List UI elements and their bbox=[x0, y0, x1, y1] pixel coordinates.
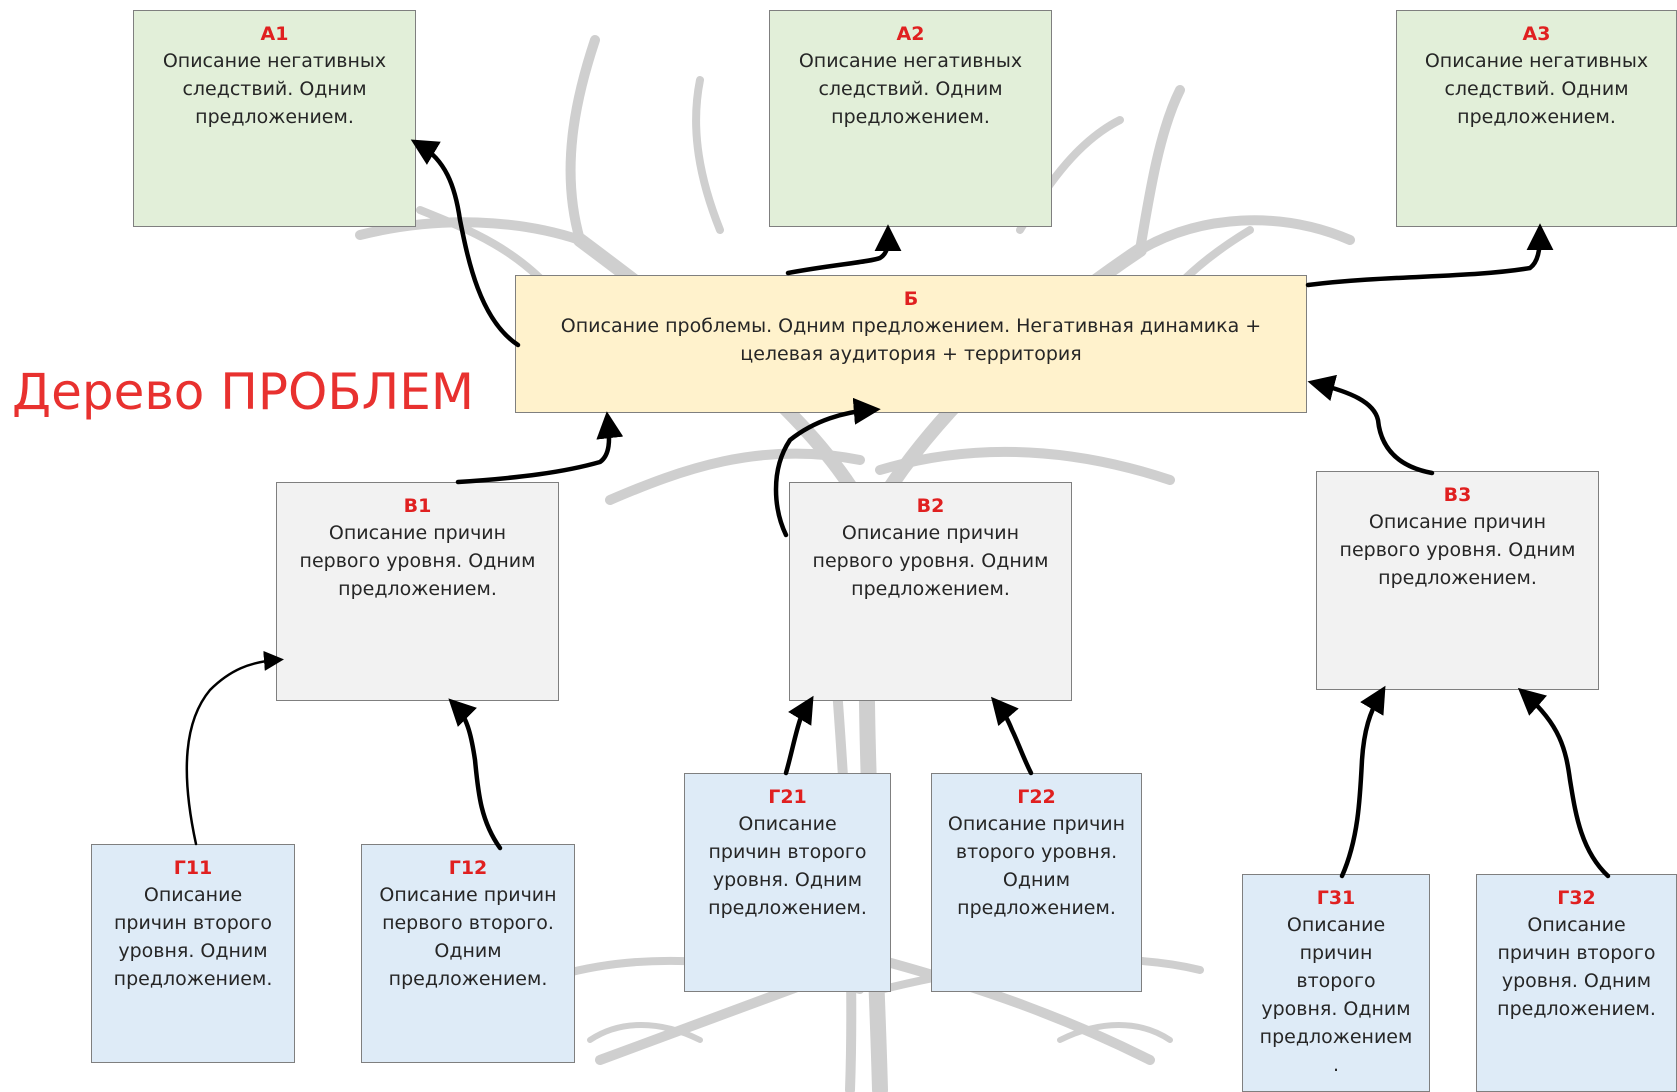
box-code: В3 bbox=[1443, 484, 1472, 506]
box-text: Описание негативных следствий. Одним пре… bbox=[1424, 50, 1649, 128]
box-code: Г12 bbox=[448, 857, 488, 879]
cause-box-g21: Г21 Описание причин второго уровня. Одни… bbox=[684, 773, 891, 992]
box-code: Г32 bbox=[1557, 887, 1596, 909]
box-code: А3 bbox=[1522, 23, 1551, 45]
cause-box-g12: Г12 Описание причин первого второго. Одн… bbox=[361, 844, 575, 1063]
cause-box-g22: Г22 Описание причин второго уровня. Одни… bbox=[931, 773, 1142, 992]
box-text: Описание негативных следствий. Одним пре… bbox=[162, 50, 387, 128]
box-code: Г22 bbox=[1017, 786, 1056, 808]
consequence-box-a2: А2 Описание негативных следствий. Одним … bbox=[769, 10, 1052, 227]
box-code: Г11 bbox=[173, 857, 213, 879]
box-text: Описание причин второго уровня. Одним пр… bbox=[1497, 914, 1656, 1020]
consequence-box-a1: А1 Описание негативных следствий. Одним … bbox=[133, 10, 416, 227]
box-code: Г31 bbox=[1316, 887, 1356, 909]
box-code: А1 bbox=[260, 23, 289, 45]
box-text: Описание причин второго уровня. Одним пр… bbox=[947, 813, 1126, 919]
box-code: В1 bbox=[403, 495, 432, 517]
cause-box-v2: В2 Описание причин первого уровня. Одним… bbox=[789, 482, 1072, 701]
cause-box-g11: Г11 Описание причин второго уровня. Одни… bbox=[91, 844, 295, 1063]
box-text: Описание причин первого второго. Одним п… bbox=[379, 884, 557, 990]
box-text: Описание причин первого уровня. Одним пр… bbox=[812, 522, 1049, 600]
cause-box-g31: Г31 Описание причин второго уровня. Одни… bbox=[1242, 874, 1430, 1092]
box-text: Описание негативных следствий. Одним пре… bbox=[798, 50, 1023, 128]
box-code: Г21 bbox=[768, 786, 807, 808]
problem-box-b: Б Описание проблемы. Одним предложением.… bbox=[515, 275, 1307, 413]
consequence-box-a3: А3 Описание негативных следствий. Одним … bbox=[1396, 10, 1677, 227]
box-code: В2 bbox=[916, 495, 945, 517]
box-text: Описание причин второго уровня. Одним пр… bbox=[113, 884, 273, 990]
cause-box-v1: В1 Описание причин первого уровня. Одним… bbox=[276, 482, 559, 701]
box-text: Описание причин второго уровня. Одним пр… bbox=[708, 813, 867, 919]
box-text: Описание причин второго уровня. Одним пр… bbox=[1259, 914, 1413, 1076]
box-text: Описание проблемы. Одним предложением. Н… bbox=[560, 315, 1262, 365]
cause-box-g32: Г32 Описание причин второго уровня. Одни… bbox=[1476, 874, 1677, 1092]
box-code: Б bbox=[903, 288, 919, 310]
cause-box-v3: В3 Описание причин первого уровня. Одним… bbox=[1316, 471, 1599, 690]
box-text: Описание причин первого уровня. Одним пр… bbox=[299, 522, 536, 600]
box-code: А2 bbox=[896, 23, 925, 45]
diagram-title: Дерево ПРОБЛЕМ bbox=[12, 363, 475, 421]
box-text: Описание причин первого уровня. Одним пр… bbox=[1339, 511, 1576, 589]
